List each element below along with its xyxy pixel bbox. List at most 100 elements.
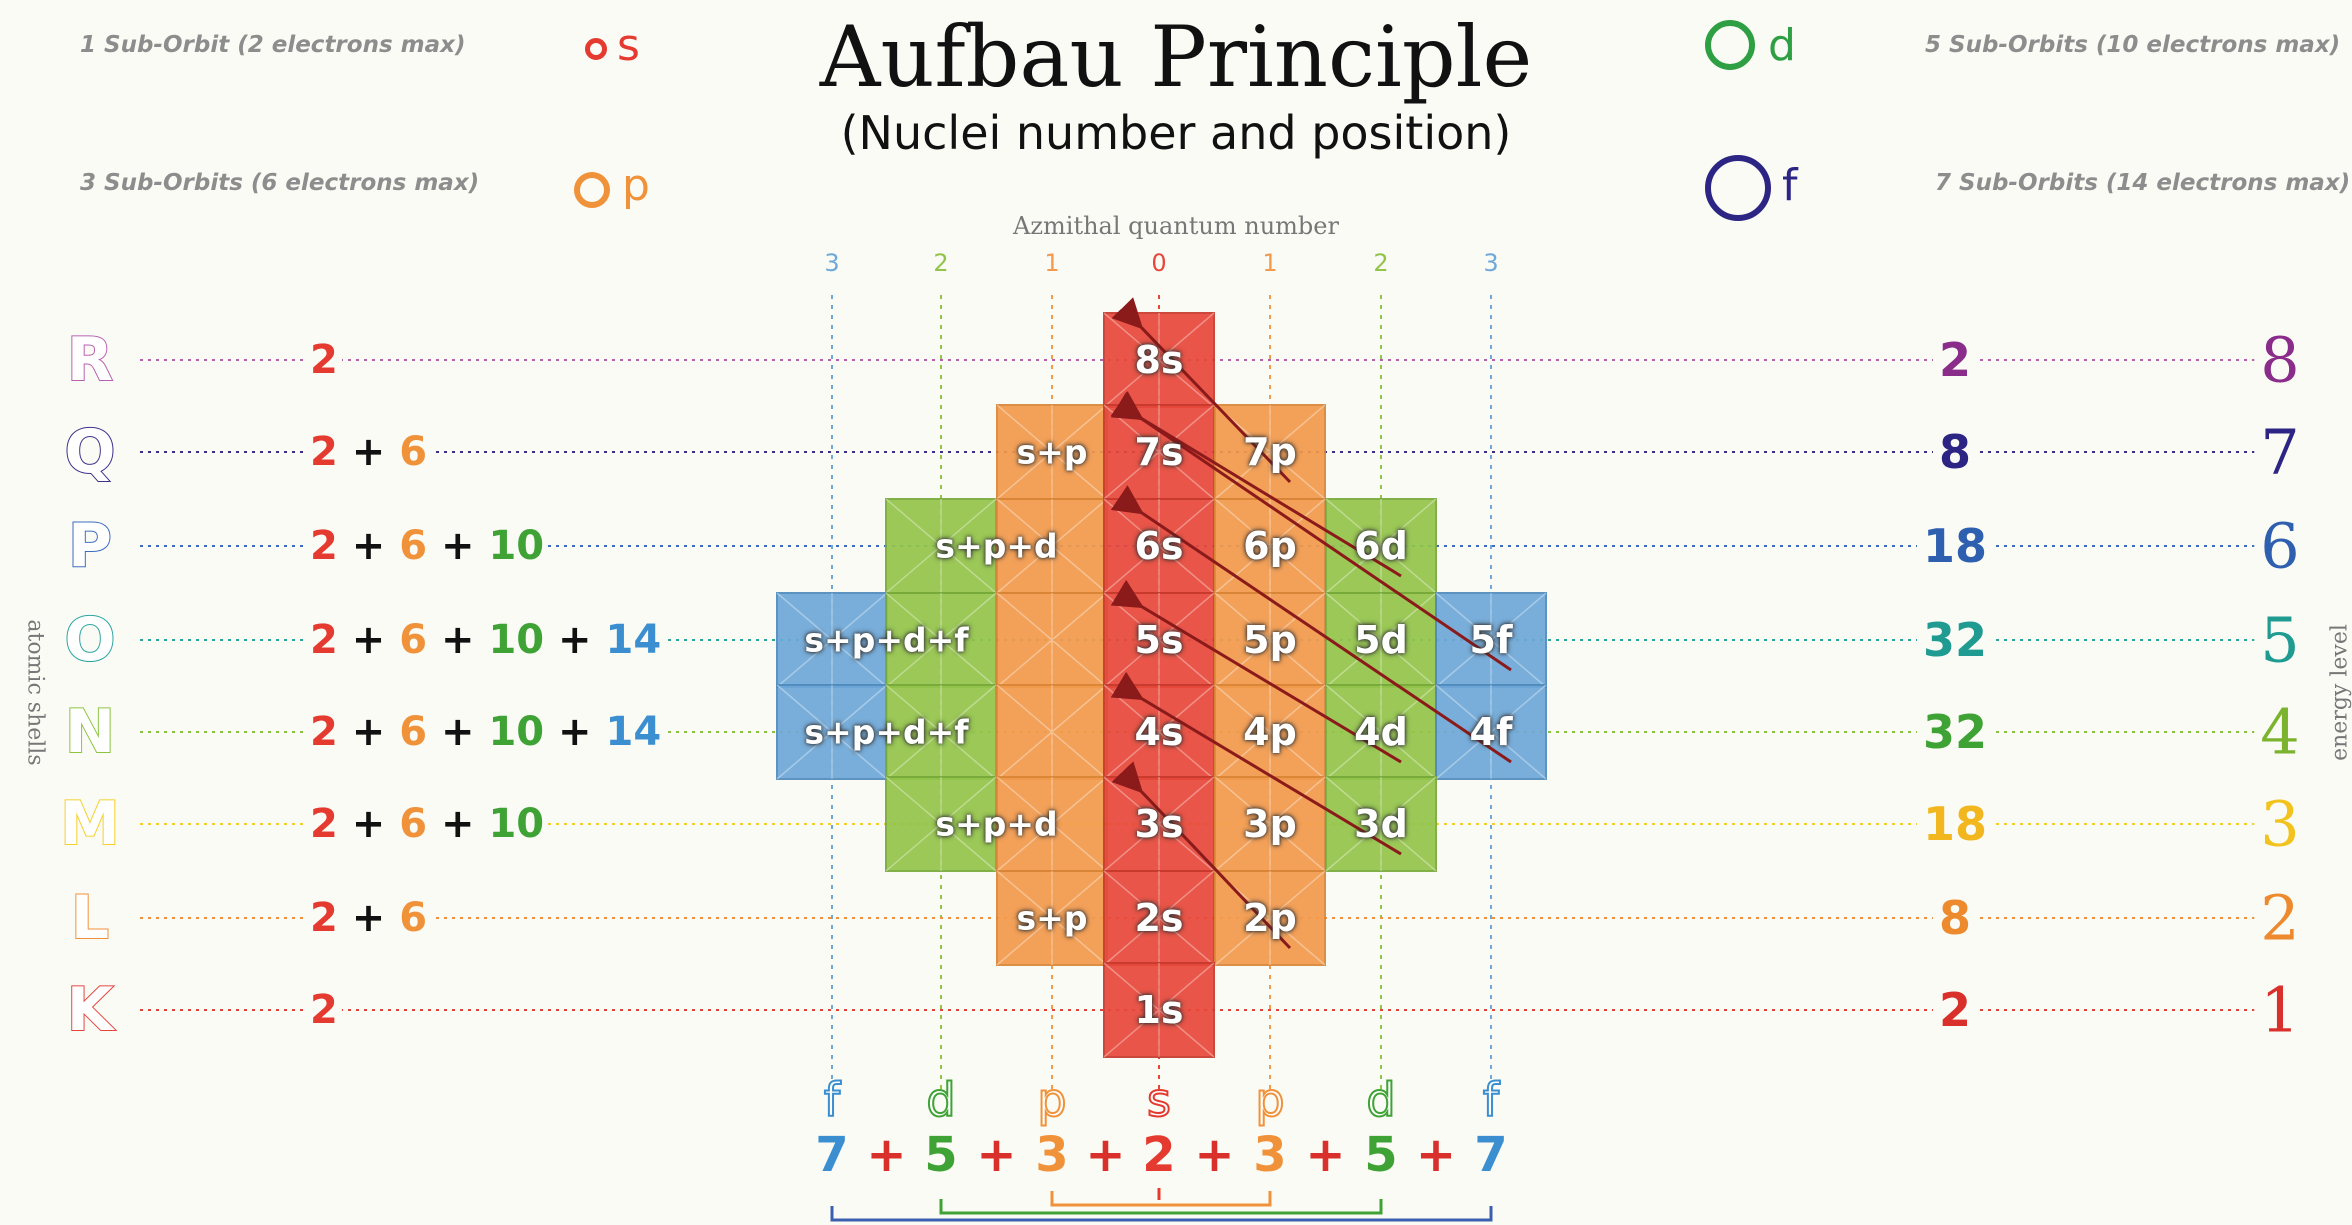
- sum-term: 10: [488, 523, 544, 569]
- sum-term: 2: [310, 801, 338, 847]
- energy-level-number: 2: [2254, 882, 2305, 955]
- bottom-plus-sign: +: [1194, 1127, 1234, 1183]
- bottom-orbital-letter: f: [824, 1073, 840, 1127]
- azimuthal-number: 2: [933, 249, 948, 277]
- shell-sum: 2 + 6: [306, 429, 431, 475]
- sum-term: 10: [488, 801, 544, 847]
- shell-total: 18: [1917, 797, 1993, 851]
- plus-sign: +: [427, 617, 488, 663]
- plus-sign: +: [427, 801, 488, 847]
- energy-level-number: 4: [2254, 696, 2305, 769]
- sum-term: 2: [310, 523, 338, 569]
- orbital-label-4f: 4f: [1470, 710, 1513, 754]
- bottom-suborbit-count: 5: [1364, 1127, 1397, 1183]
- plus-sign: +: [338, 617, 399, 663]
- bottom-plus-sign: +: [866, 1127, 906, 1183]
- sum-term: 2: [310, 987, 338, 1033]
- orbital-label-2s: 2s: [1134, 896, 1183, 940]
- sum-term: 14: [605, 709, 661, 755]
- energy-level-number: 5: [2254, 604, 2305, 677]
- azimuthal-number: 2: [1373, 249, 1388, 277]
- shell-letter-O: O: [64, 605, 115, 675]
- orbital-label-5d: 5d: [1354, 618, 1408, 662]
- orbital-label-4p: 4p: [1243, 710, 1297, 754]
- orbital-label-4s: 4s: [1134, 710, 1183, 754]
- energy-level-number: 7: [2254, 416, 2305, 489]
- shell-letter-L: L: [71, 883, 109, 953]
- orbital-label-3d: 3d: [1354, 802, 1408, 846]
- orbital-label-6p: 6p: [1243, 524, 1297, 568]
- plus-sign: +: [338, 429, 399, 475]
- energy-level-number: 8: [2254, 324, 2305, 397]
- orbital-label-5p: 5p: [1243, 618, 1297, 662]
- bottom-suborbit-count: 2: [1142, 1127, 1175, 1183]
- shell-sum: 2 + 6 + 10 + 14: [306, 617, 665, 663]
- sum-term: 10: [488, 617, 544, 663]
- bottom-suborbit-count: 3: [1253, 1127, 1286, 1183]
- orbital-label-7s: 7s: [1134, 430, 1183, 474]
- shell-letter-P: P: [68, 511, 112, 581]
- bottom-plus-sign: +: [1305, 1127, 1345, 1183]
- sum-term: 2: [310, 337, 338, 383]
- orbital-label-s-p-d-f: s+p+d+f: [804, 621, 968, 660]
- bottom-plus-sign: +: [1085, 1127, 1125, 1183]
- orbital-label-s-p: s+p: [1017, 433, 1088, 472]
- orbital-label-1s: 1s: [1134, 988, 1183, 1032]
- orbital-label-3s: 3s: [1134, 802, 1183, 846]
- shell-total: 18: [1917, 519, 1993, 573]
- shell-letter-R: R: [67, 325, 113, 395]
- orbital-label-s-p-d-f: s+p+d+f: [804, 713, 968, 752]
- shell-letter-K: K: [67, 975, 114, 1045]
- sum-term: 6: [399, 523, 427, 569]
- orbital-label-4d: 4d: [1354, 710, 1408, 754]
- plus-sign: +: [544, 709, 605, 755]
- bottom-suborbit-count: 5: [924, 1127, 957, 1183]
- orbital-label-s-p-d: s+p+d: [935, 805, 1057, 844]
- orbital-label-8s: 8s: [1134, 338, 1183, 382]
- orbital-label-2p: 2p: [1243, 896, 1297, 940]
- shell-sum: 2 + 6: [306, 895, 431, 941]
- energy-level-number: 3: [2254, 788, 2305, 861]
- energy-level-number: 1: [2254, 974, 2305, 1047]
- orbital-label-5f: 5f: [1470, 618, 1513, 662]
- shell-sum: 2 + 6 + 10: [306, 523, 548, 569]
- bottom-suborbit-count: 3: [1035, 1127, 1068, 1183]
- bottom-suborbit-count: 7: [1474, 1127, 1507, 1183]
- shell-total: 2: [1933, 333, 1977, 387]
- orbital-label-s-p-d: s+p+d: [935, 527, 1057, 566]
- bottom-orbital-letter: d: [926, 1073, 955, 1127]
- shell-sum: 2: [306, 337, 342, 383]
- sum-term: 2: [310, 895, 338, 941]
- sum-term: 6: [399, 709, 427, 755]
- sum-term: 6: [399, 617, 427, 663]
- orbital-label-3p: 3p: [1243, 802, 1297, 846]
- shell-letter-N: N: [65, 697, 115, 767]
- bottom-orbital-letter: p: [1255, 1073, 1284, 1127]
- plus-sign: +: [544, 617, 605, 663]
- orbital-label-6s: 6s: [1134, 524, 1183, 568]
- plus-sign: +: [338, 523, 399, 569]
- azimuthal-number: 0: [1151, 249, 1166, 277]
- sum-term: 14: [605, 617, 661, 663]
- shell-total: 8: [1933, 891, 1977, 945]
- plus-sign: +: [427, 709, 488, 755]
- bottom-orbital-letter: d: [1366, 1073, 1395, 1127]
- orbital-label-s-p: s+p: [1017, 899, 1088, 938]
- shell-total: 2: [1933, 983, 1977, 1037]
- bottom-orbital-letter: p: [1037, 1073, 1066, 1127]
- plus-sign: +: [338, 895, 399, 941]
- azimuthal-number: 3: [824, 249, 839, 277]
- bottom-orbital-letter: s: [1147, 1073, 1171, 1127]
- sum-term: 10: [488, 709, 544, 755]
- sum-term: 2: [310, 709, 338, 755]
- grouping-bracket: [1052, 1191, 1270, 1205]
- energy-level-number: 6: [2254, 510, 2305, 583]
- azimuthal-number: 1: [1262, 249, 1277, 277]
- sum-term: 2: [310, 429, 338, 475]
- shell-letter-M: M: [60, 789, 120, 859]
- shell-letter-Q: Q: [64, 417, 115, 487]
- orbital-label-7p: 7p: [1243, 430, 1297, 474]
- bottom-suborbit-count: 7: [815, 1127, 848, 1183]
- shell-total: 32: [1917, 613, 1993, 667]
